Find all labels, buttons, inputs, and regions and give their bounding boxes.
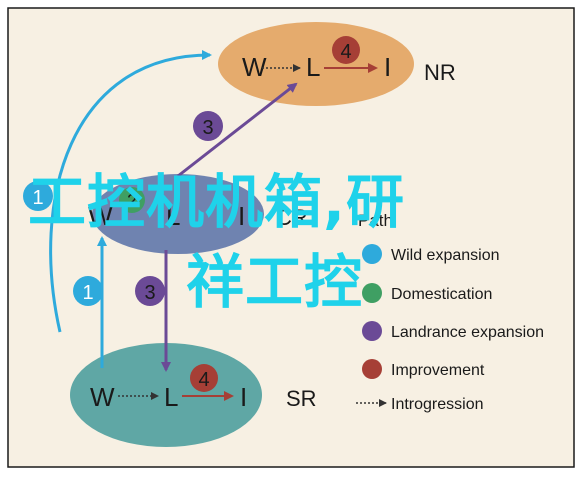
landrace-marker-bottom-number: 3 [144, 282, 155, 304]
mid-domestication-marker [119, 187, 145, 213]
mid-marker-number: 2 [127, 191, 137, 211]
nr-marker-number: 4 [340, 41, 351, 63]
nr-i-label: I [384, 52, 391, 82]
legend-introgression-label: Introgression [391, 396, 484, 413]
landrace-marker-top [193, 111, 223, 141]
legend-wild-label: Wild expansion [391, 247, 500, 264]
legend-domestication-swatch [362, 283, 382, 303]
watermark-line-1: 工控机机箱,研 [28, 168, 406, 236]
wild-marker-mid [73, 276, 103, 306]
wild-marker-mid-number: 1 [82, 282, 93, 304]
mid-i-label: I [238, 201, 245, 231]
legend-domestication-label: Domestication [391, 286, 492, 303]
legend-landrace-label: Landrance expansion [391, 324, 544, 341]
legend-improvement-label: Improvement [391, 362, 485, 379]
watermark-line-2: 祥工控 [186, 248, 364, 316]
sr-w-label: W [90, 382, 115, 412]
sr-i-label: I [240, 382, 247, 412]
legend-title: Path [358, 211, 393, 230]
mid-w-label: W [88, 201, 113, 231]
wild-marker-left-number: 1 [32, 187, 43, 209]
nr-l-label: L [306, 52, 320, 82]
sr-marker-number: 4 [198, 369, 209, 391]
mid-l-label: L [166, 201, 180, 231]
mid-region-label: CR [276, 205, 308, 230]
nr-region-label: NR [424, 60, 456, 85]
legend-landrace-swatch [362, 321, 382, 341]
wild-expansion-arrow-to-nr [49, 50, 212, 333]
sr-l-label: L [164, 382, 178, 412]
legend-wild-swatch [362, 244, 382, 264]
landrace-marker-top-number: 3 [202, 117, 213, 139]
sr-improvement-marker [190, 364, 218, 392]
landrace-arrow-to-nr [177, 82, 298, 178]
nr-ellipse [218, 22, 414, 106]
legend-improvement-swatch [362, 359, 382, 379]
nr-w-label: W [242, 52, 267, 82]
nr-improvement-marker [332, 36, 360, 64]
sr-region-label: SR [286, 386, 317, 411]
wild-marker-left [23, 181, 53, 211]
landrace-marker-bottom [135, 276, 165, 306]
